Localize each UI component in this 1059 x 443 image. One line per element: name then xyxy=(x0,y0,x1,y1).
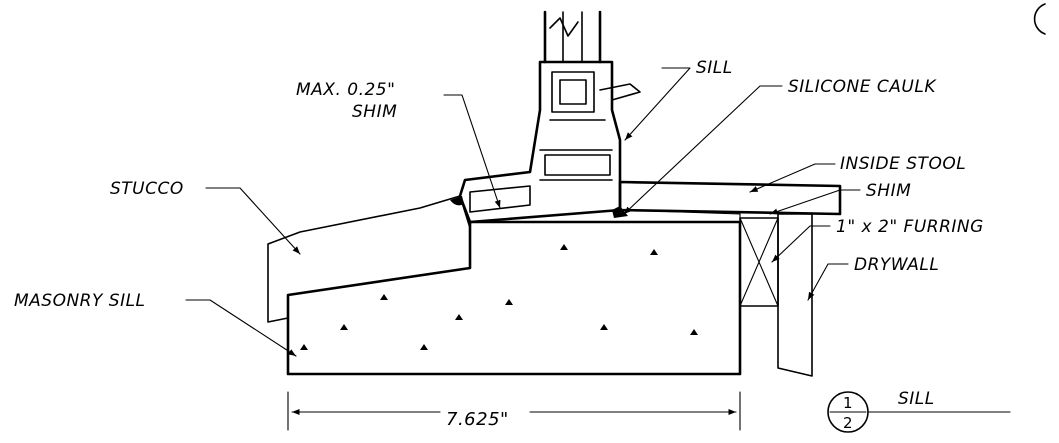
label-max-shim-line1: MAX. 0.25" xyxy=(296,80,395,100)
label-max-shim-line2: SHIM xyxy=(352,102,397,122)
detail-title: SILL xyxy=(898,389,935,409)
label-masonry-sill: MASONRY SILL xyxy=(14,291,146,311)
window-sill-frame xyxy=(458,60,641,224)
detail-number: 1 xyxy=(843,394,853,412)
label-inside-stool: INSIDE STOOL xyxy=(840,154,966,174)
detail-tag: 1 2 SILL xyxy=(827,389,1011,433)
label-drywall: DRYWALL xyxy=(854,255,939,275)
stucco-layer xyxy=(267,195,471,323)
label-sill: SILL xyxy=(696,58,733,78)
label-shim: SHIM xyxy=(866,181,911,201)
label-stucco: STUCCO xyxy=(110,179,184,199)
drywall-panel xyxy=(777,213,813,377)
dimension-value: 7.625" xyxy=(446,409,509,430)
partial-symbol xyxy=(1033,3,1046,35)
label-silicone-caulk: SILICONE CAULK xyxy=(788,77,937,97)
sealant-beads xyxy=(450,196,628,218)
masonry-aggregate-marks xyxy=(300,244,698,350)
leader-lines xyxy=(185,67,861,357)
sheet-number: 2 xyxy=(843,414,853,432)
dimension-line: 7.625" xyxy=(287,391,741,431)
label-furring: 1" x 2" FURRING xyxy=(836,217,984,237)
glazing-unit xyxy=(543,10,602,64)
masonry-sill xyxy=(286,220,742,376)
